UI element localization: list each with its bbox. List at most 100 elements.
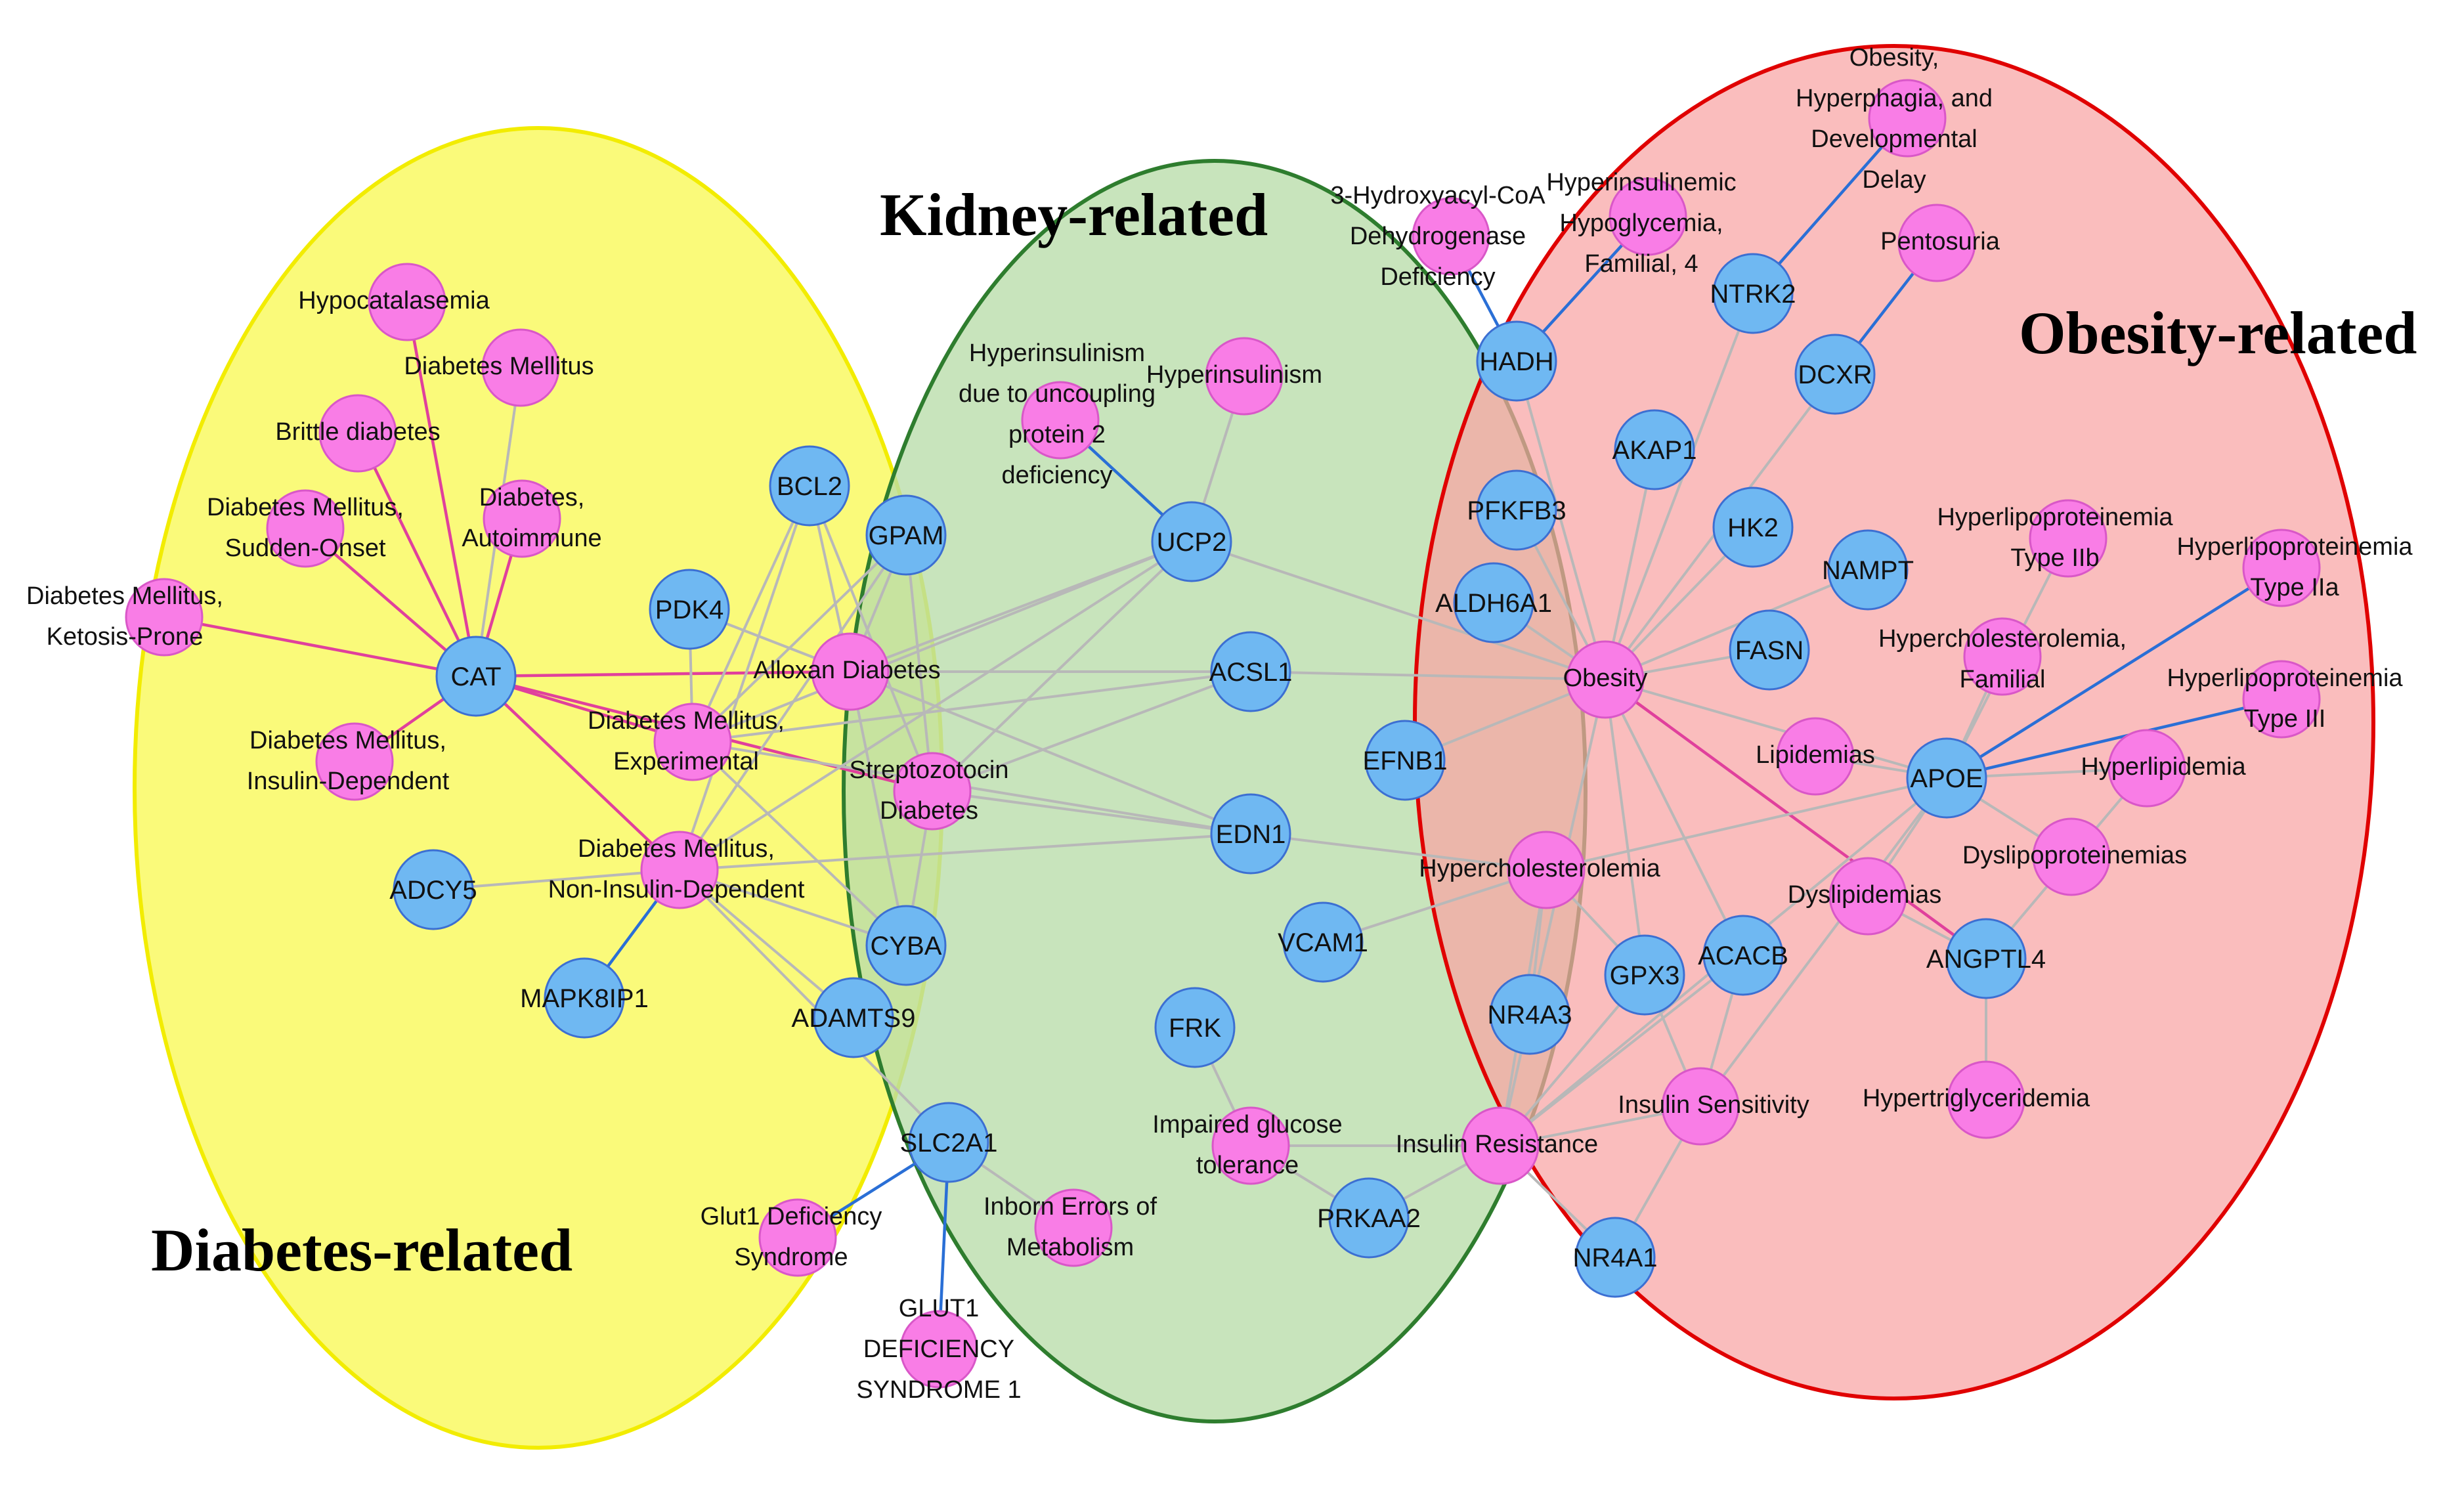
disease-node-dmexp[interactable] [653,703,732,781]
gene-label-NR4A1: NR4A1 [1573,1244,1658,1272]
disease-node-insres[interactable] [1461,1106,1540,1185]
gene-node-EFNB1[interactable] [1364,720,1446,801]
node-label-line: Alloxan Diabetes [753,657,940,684]
gene-node-NR4A3[interactable] [1489,974,1570,1055]
disease-node-glut1ds1[interactable] [899,1310,978,1389]
gene-node-NTRK2[interactable] [1712,253,1794,334]
node-label-line: DEFICIENCY [863,1335,1014,1363]
node-label-line: Delay [1862,166,1926,194]
disease-node-dmnid[interactable] [640,831,719,909]
disease-node-dmsudden[interactable] [266,489,345,568]
gene-label-NR4A3: NR4A3 [1488,1001,1572,1029]
gene-label-GPX3: GPX3 [1610,961,1680,990]
gene-label-ACACB: ACACB [1698,942,1788,970]
disease-label-hyperlip: Hyperlipidemia [2081,753,2246,781]
disease-node-hl3[interactable] [2242,660,2321,739]
gene-label-ADAMTS9: ADAMTS9 [792,1004,916,1033]
disease-node-hyperucp[interactable] [1021,381,1100,460]
gene-node-EDN1[interactable] [1210,793,1291,875]
disease-node-hl2a[interactable] [2242,529,2321,607]
gene-label-HADH: HADH [1479,347,1553,376]
gene-node-NAMPT[interactable] [1827,529,1909,611]
gene-node-ACSL1[interactable] [1210,631,1291,712]
gene-node-GPX3[interactable] [1604,934,1685,1016]
disease-node-dyslipo[interactable] [2032,817,2111,896]
gene-label-SLC2A1: SLC2A1 [900,1129,998,1158]
gene-node-AKAP1[interactable] [1614,409,1695,490]
gene-node-UCP2[interactable] [1151,501,1232,582]
disease-node-hadhdef[interactable] [1412,197,1490,276]
gene-node-FASN[interactable] [1729,609,1810,691]
gene-node-ADAMTS9[interactable] [813,977,894,1058]
disease-node-hl2b[interactable] [2029,499,2107,578]
disease-node-dm[interactable] [481,328,560,407]
disease-node-hyperchol[interactable] [1507,831,1586,909]
gene-node-GPAM[interactable] [865,494,947,576]
disease-node-alloxan[interactable] [811,632,890,711]
disease-node-lipid[interactable] [1776,717,1855,796]
disease-node-strep[interactable] [893,752,972,831]
gene-node-HADH[interactable] [1476,320,1557,402]
disease-node-brittle[interactable] [318,394,397,473]
gene-node-VCAM1[interactable] [1282,901,1364,983]
node-label-line: Obesity [1563,664,1648,692]
disease-node-dyslip[interactable] [1828,857,1907,936]
edge-UCP2-strep [931,540,1193,792]
node-label-line: Familial, 4 [1584,250,1698,278]
gene-node-CYBA[interactable] [865,905,947,986]
disease-node-hyperlip[interactable] [2107,729,2186,808]
node-label-line: SLC2A1 [900,1129,998,1158]
disease-node-obesity[interactable] [1566,640,1645,719]
node-label-line: Dyslipidemias [1788,881,1941,909]
gene-node-SLC2A1[interactable] [908,1102,989,1183]
gene-node-BCL2[interactable] [769,445,850,527]
disease-node-dmid[interactable] [315,722,394,801]
disease-node-glut1def[interactable] [758,1198,837,1277]
gene-node-ALDH6A1[interactable] [1453,562,1534,643]
disease-node-ohdd[interactable] [1868,79,1947,158]
gene-node-MAPK8IP1[interactable] [544,957,625,1039]
edge-APOE-hl2a [1945,567,2283,779]
gene-node-ACACB[interactable] [1702,915,1784,996]
edge-ADCY5-dmnid [433,869,680,891]
disease-node-inborn[interactable] [1034,1188,1113,1267]
gene-node-CAT[interactable] [435,636,517,717]
gene-node-PDK4[interactable] [649,569,730,650]
disease-node-hypocat[interactable] [368,263,446,341]
gene-node-APOE[interactable] [1906,737,1987,819]
gene-node-PFKFB3[interactable] [1476,469,1557,551]
node-label-line: ADCY5 [389,876,477,905]
node-label-line: Insulin-Dependent [247,768,450,795]
node-label-line: Hypoglycemia, [1559,209,1723,237]
node-label-line: Autoimmune [462,525,601,552]
gene-node-ANGPTL4[interactable] [1945,918,2027,999]
gene-node-FRK[interactable] [1154,987,1236,1068]
disease-node-hyperins[interactable] [1205,337,1284,416]
gene-node-HK2[interactable] [1712,487,1794,568]
node-label-line: GLUT1 [899,1295,979,1322]
gene-label-ANGPTL4: ANGPTL4 [1926,945,2046,974]
gene-node-PRKAA2[interactable] [1328,1177,1410,1259]
gene-node-NR4A1[interactable] [1574,1217,1656,1298]
node-label-line: EDN1 [1216,820,1286,849]
disease-node-inssens[interactable] [1661,1067,1740,1146]
disease-node-pentos[interactable] [1897,204,1976,282]
disease-node-dmketo[interactable] [125,578,204,657]
node-label-line: due to uncoupling [959,380,1156,408]
disease-label-inssens: Insulin Sensitivity [1618,1091,1809,1119]
gene-node-DCXR[interactable] [1794,334,1876,415]
edge-APOE-obesity [1605,678,1947,779]
gene-label-FRK: FRK [1169,1014,1221,1043]
disease-label-dmnid: Diabetes Mellitus,Non-Insulin-Dependent [548,835,805,903]
node-label-line: Type III [2244,705,2326,733]
disease-node-igt[interactable] [1211,1106,1290,1185]
disease-node-hypertg[interactable] [1947,1060,2025,1139]
gene-node-ADCY5[interactable] [393,849,474,930]
disease-node-hhf4[interactable] [1609,177,1687,256]
disease-node-hcfam[interactable] [1963,617,2042,696]
node-label-line: protein 2 [1008,421,1106,448]
disease-node-dauto[interactable] [483,479,561,558]
